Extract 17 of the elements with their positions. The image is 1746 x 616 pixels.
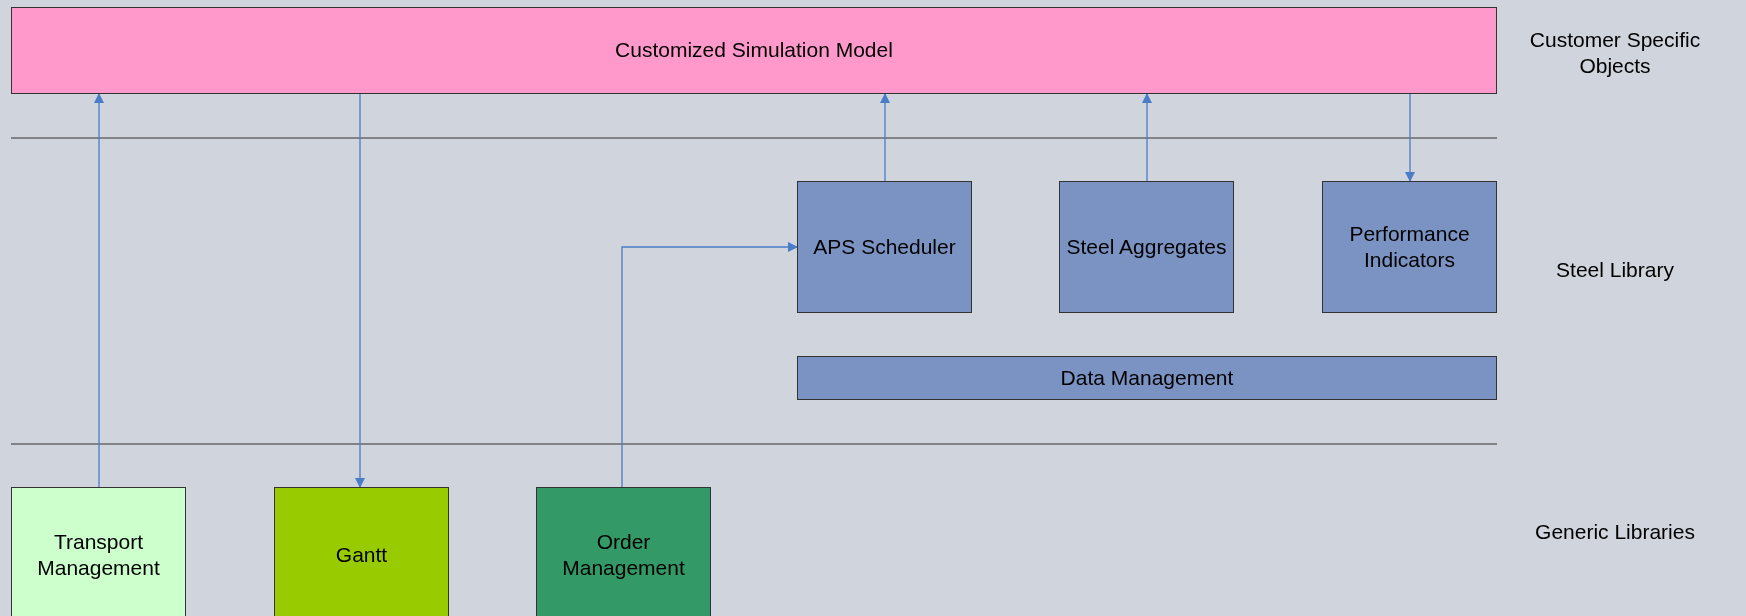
component-bar: Data Management [797, 356, 1497, 400]
model-box: Customized Simulation Model [11, 7, 1497, 94]
component-box: Transport Management [11, 487, 186, 616]
component-box: Performance Indicators [1322, 181, 1497, 313]
component-box: Steel Aggregates [1059, 181, 1234, 313]
layer-label: Steel Library [1555, 257, 1675, 283]
arrow [621, 242, 798, 488]
arrow [355, 93, 365, 488]
component-box: Gantt [274, 487, 449, 616]
arrow [1405, 93, 1415, 182]
arrow [94, 93, 104, 488]
component-box: Order Management [536, 487, 711, 616]
arrow [1142, 93, 1152, 182]
arrow [880, 93, 890, 182]
component-box: APS Scheduler [797, 181, 972, 313]
layer-label: Customer Specific Objects [1528, 27, 1702, 80]
layer-label: Generic Libraries [1534, 519, 1696, 545]
